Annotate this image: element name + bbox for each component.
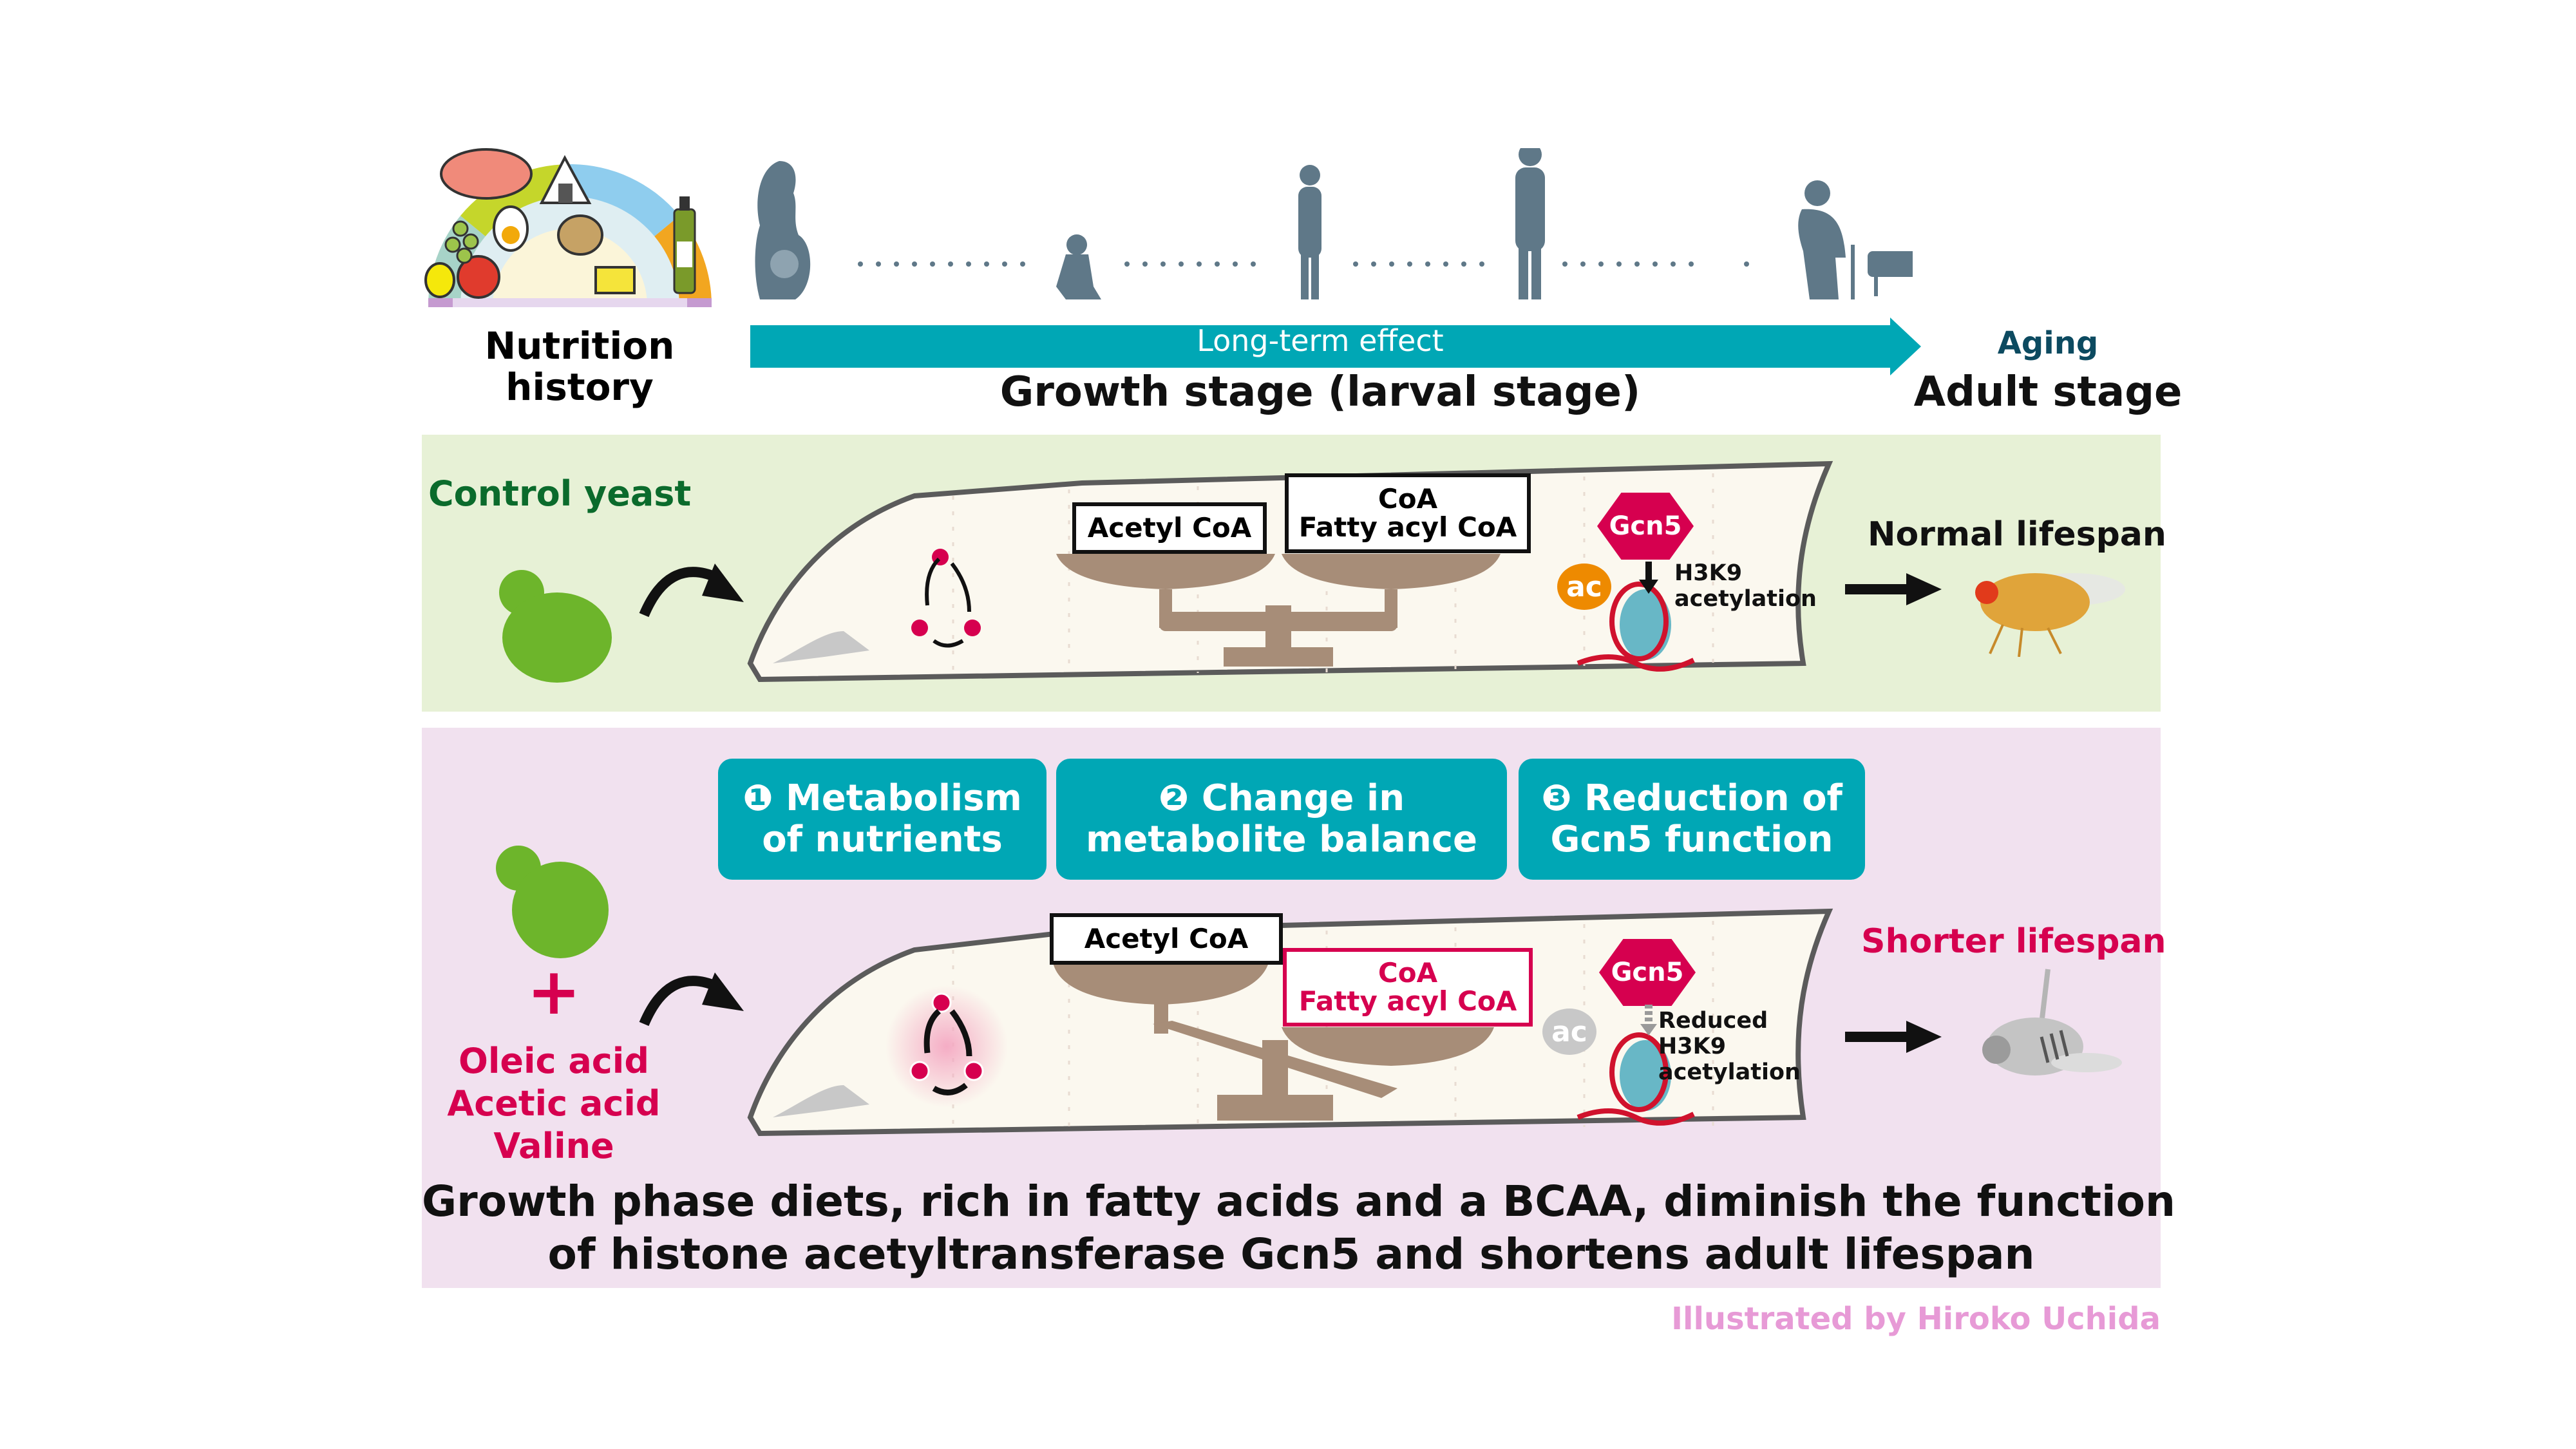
annotation-line2-2: H3K9 xyxy=(1658,1034,1727,1059)
adult-stage-label: Adult stage xyxy=(1913,368,2183,416)
gcn5-enzyme-hexagon-2: Gcn5 xyxy=(1599,939,1696,1006)
annotation-line3-2: acetylation xyxy=(1658,1059,1801,1085)
acetyl-coa-text: Acetyl CoA xyxy=(1087,512,1252,544)
elderly-person-icon xyxy=(1798,180,1855,299)
shorter-lifespan-label: Shorter lifespan xyxy=(1861,922,2166,961)
aging-label: Aging xyxy=(1997,325,2099,361)
step-2-line2: metabolite balance xyxy=(1086,819,1477,860)
supplement-oleic-acid: Oleic acid xyxy=(459,1041,649,1081)
h3k9-acetylation-annotation: H3K9 acetylation xyxy=(1674,560,1817,612)
step-2-number: ❷ xyxy=(1158,777,1189,819)
supplement-valine: Valine xyxy=(493,1126,614,1166)
child-icon xyxy=(1298,165,1321,299)
supplement-acetic-acid: Acetic acid xyxy=(447,1083,661,1124)
yeast-cell-icon-2 xyxy=(489,842,612,958)
step-3-box: ❸ Reduction of Gcn5 function xyxy=(1519,759,1865,880)
right-arrow-icon-2 xyxy=(1845,1021,1942,1053)
curved-arrow-icon xyxy=(638,554,747,618)
step-1-number: ❶ xyxy=(743,777,773,819)
plus-sign: + xyxy=(527,954,581,1029)
conclusion-text: Growth phase diets, rich in fatty acids … xyxy=(422,1175,2175,1281)
annotation-line2: acetylation xyxy=(1674,586,1817,612)
hospital-bed-icon xyxy=(1868,196,1996,296)
conclusion-line2: of histone acetyltransferase Gcn5 and sh… xyxy=(547,1229,2035,1279)
illustration-credit: Illustrated by Hiroko Uchida xyxy=(1671,1301,2161,1337)
baby-icon xyxy=(1056,234,1101,299)
acetyl-tag-reduced: ac xyxy=(1542,1009,1596,1055)
supplement-list: Oleic acid Acetic acid Valine xyxy=(438,1040,670,1168)
reduced-h3k9-acetylation-annotation: Reduced H3K9 acetylation xyxy=(1658,1008,1801,1085)
coa-text: CoA xyxy=(1378,483,1438,515)
dashed-down-arrow-icon xyxy=(1639,1005,1658,1037)
acetyl-coa-box: Acetyl CoA xyxy=(1072,502,1267,554)
pregnant-woman-icon xyxy=(755,161,811,299)
healthy-fly-icon xyxy=(1958,554,2132,658)
nutrition-label-line2: history xyxy=(506,365,654,409)
nutrition-label-line1: Nutrition xyxy=(484,324,675,368)
adult-icon xyxy=(1515,143,1545,299)
step-2-box: ❷ Change in metabolite balance xyxy=(1056,759,1507,880)
conclusion-line1: Growth phase diets, rich in fatty acids … xyxy=(422,1177,2175,1226)
step-1-line1: Metabolism xyxy=(786,777,1022,819)
nutrition-history-label: Nutrition history xyxy=(451,325,708,408)
normal-lifespan-label: Normal lifespan xyxy=(1868,515,2166,554)
dead-fly-icon xyxy=(1951,966,2132,1095)
dots-4 xyxy=(1562,261,1694,267)
long-term-effect-label: Long-term effect xyxy=(1197,323,1444,358)
dots-1 xyxy=(858,261,1025,267)
step-2-line1: Change in xyxy=(1201,777,1405,819)
fatty-acyl-coa-text-2: Fatty acyl CoA xyxy=(1298,985,1517,1017)
coa-fatty-acyl-box: CoA Fatty acyl CoA xyxy=(1285,473,1531,553)
control-yeast-label: Control yeast xyxy=(428,473,692,514)
acetyl-tag: ac xyxy=(1557,564,1611,610)
coa-text-2: CoA xyxy=(1378,957,1438,989)
step-3-number: ❸ xyxy=(1541,777,1572,819)
life-stage-silhouettes xyxy=(741,143,1996,316)
step-1-box: ❶ Metabolism of nutrients xyxy=(718,759,1046,880)
step-3-line2: Gcn5 function xyxy=(1550,819,1833,860)
acetyl-coa-text-2: Acetyl CoA xyxy=(1084,923,1249,954)
growth-stage-label: Growth stage (larval stage) xyxy=(999,368,1641,416)
dots-2 xyxy=(1124,261,1256,267)
long-term-effect-arrow xyxy=(750,317,1922,375)
nutrition-plate-illustration xyxy=(422,145,718,309)
right-arrow-icon xyxy=(1845,573,1942,605)
dots-3 xyxy=(1353,261,1484,267)
larva-body xyxy=(747,457,1842,689)
yeast-cell-icon xyxy=(489,567,612,683)
step-1-line2: of nutrients xyxy=(762,819,1003,860)
down-arrow-icon xyxy=(1639,562,1658,594)
curved-arrow-icon-2 xyxy=(638,963,747,1027)
annotation-line1: H3K9 xyxy=(1674,560,1743,586)
acetyl-coa-box-2: Acetyl CoA xyxy=(1050,913,1283,965)
annotation-line1-2: Reduced xyxy=(1658,1008,1768,1034)
fatty-acyl-coa-text: Fatty acyl CoA xyxy=(1298,511,1517,543)
step-3-line1: Reduction of xyxy=(1584,777,1842,819)
coa-fatty-acyl-box-2: CoA Fatty acyl CoA xyxy=(1283,948,1533,1027)
